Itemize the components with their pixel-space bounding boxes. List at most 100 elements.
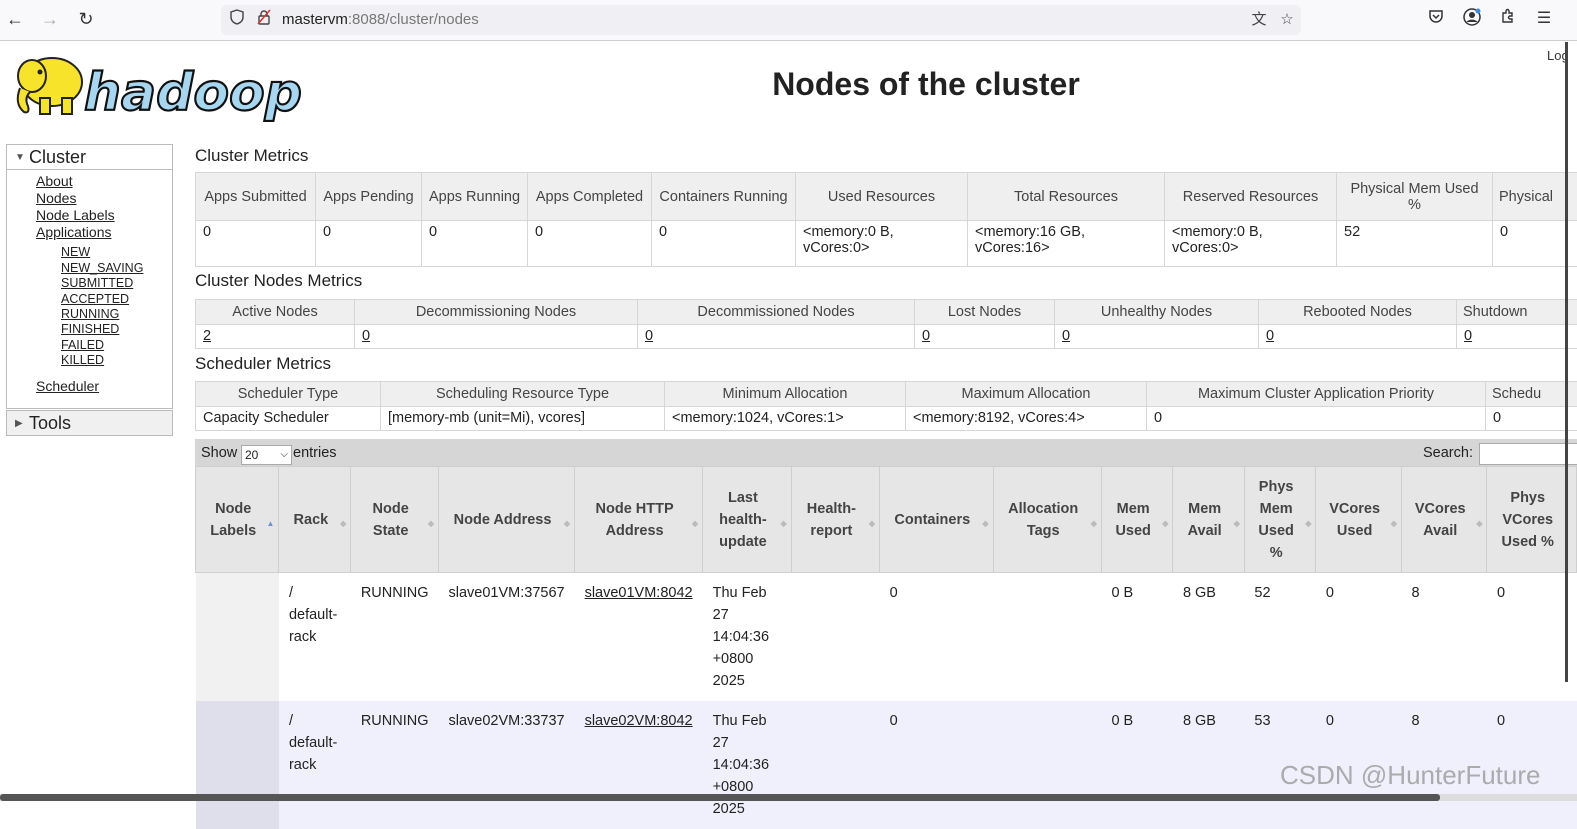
horizontal-scrollbar-thumb[interactable] — [0, 794, 1440, 801]
value-apps-pending: 0 — [316, 221, 422, 267]
back-arrow-icon[interactable]: ← — [4, 8, 26, 30]
col-phys-mem-used[interactable]: Phys Mem Used %◆ — [1244, 467, 1316, 573]
nav-app-killed-link[interactable]: KILLED — [61, 353, 104, 367]
rebooted-nodes-link[interactable]: 0 — [1266, 328, 1274, 344]
nav-app-finished-link[interactable]: FINISHED — [61, 322, 119, 336]
cluster-nav-header[interactable]: ▼Cluster — [7, 145, 172, 170]
col-allocation-tags[interactable]: Allocation Tags◆ — [993, 467, 1101, 573]
col-reserved-resources: Reserved Resources — [1165, 173, 1337, 221]
col-apps-running: Apps Running — [422, 173, 528, 221]
shutdown-nodes-link[interactable]: 0 — [1464, 328, 1472, 344]
cell-node-address: slave02VM:33737 — [439, 701, 575, 829]
cluster-nodes-metrics-table: Active Nodes Decommissioning Nodes Decom… — [195, 299, 1577, 349]
value-scheduling-resource-type: [memory-mb (unit=Mi), vcores] — [381, 407, 665, 431]
col-mem-used[interactable]: Mem Used◆ — [1101, 467, 1173, 573]
col-node-address[interactable]: Node Address◆ — [439, 467, 575, 573]
hadoop-logo[interactable]: hadoop — [10, 48, 305, 122]
col-scheduler-truncated: Schedu — [1486, 382, 1577, 407]
tools-nav-header[interactable]: ▶Tools — [7, 411, 172, 435]
col-node-state[interactable]: Node State◆ — [351, 467, 439, 573]
cell-node-labels — [196, 573, 279, 702]
nav-app-running-link[interactable]: RUNNING — [61, 307, 119, 321]
nav-app-accepted-link[interactable]: ACCEPTED — [61, 292, 129, 306]
nav-app-new-link[interactable]: NEW — [61, 245, 90, 259]
unhealthy-nodes-link[interactable]: 0 — [1062, 328, 1070, 344]
col-maximum-allocation: Maximum Allocation — [906, 382, 1147, 407]
cell-vcores-used: 0 — [1316, 573, 1402, 702]
col-node-labels[interactable]: Node Labels▲ — [196, 467, 279, 573]
col-unhealthy-nodes: Unhealthy Nodes — [1055, 300, 1259, 325]
horizontal-scrollbar[interactable] — [0, 794, 1577, 801]
col-vcores-avail-text: VCores Avail — [1415, 501, 1466, 539]
sort-icon: ◆ — [428, 513, 434, 535]
col-shutdown-nodes: Shutdown — [1457, 300, 1577, 325]
decommissioned-nodes-link[interactable]: 0 — [645, 328, 653, 344]
forward-arrow-icon[interactable]: → — [39, 8, 61, 30]
value-used-resources: <memory:0 B, vCores:0> — [796, 221, 968, 267]
entries-label: entries — [293, 445, 337, 461]
nav-node-labels-link[interactable]: Node Labels — [36, 207, 115, 223]
page-size-select[interactable]: 20⌵ — [241, 445, 292, 465]
col-mem-avail[interactable]: Mem Avail◆ — [1173, 467, 1244, 573]
cell-vcores-avail: 8 — [1401, 573, 1487, 702]
col-lost-nodes: Lost Nodes — [915, 300, 1055, 325]
col-node-labels-text: Node Labels — [210, 501, 256, 539]
cluster-metrics-title: Cluster Metrics — [195, 146, 308, 166]
col-rebooted-nodes: Rebooted Nodes — [1259, 300, 1457, 325]
nav-applications-link[interactable]: Applications — [36, 224, 112, 240]
col-rack[interactable]: Rack◆ — [279, 467, 351, 573]
col-node-http-address[interactable]: Node HTTP Address◆ — [575, 467, 703, 573]
sort-icon: ◆ — [1305, 513, 1311, 535]
reload-icon[interactable]: ↻ — [75, 8, 97, 30]
col-last-health-update[interactable]: Last health-update◆ — [703, 467, 792, 573]
col-vcores-used-text: VCores Used — [1329, 501, 1380, 539]
cell-allocation-tags — [993, 701, 1101, 829]
lost-nodes-link[interactable]: 0 — [922, 328, 930, 344]
nav-app-failed-link[interactable]: FAILED — [61, 338, 104, 352]
value-reserved-resources: <memory:0 B, vCores:0> — [1165, 221, 1337, 267]
nav-app-new-saving-link[interactable]: NEW_SAVING — [61, 261, 143, 275]
insecure-lock-icon[interactable] — [253, 9, 275, 31]
pocket-icon[interactable] — [1425, 8, 1447, 30]
active-nodes-link[interactable]: 2 — [203, 328, 211, 344]
col-active-nodes: Active Nodes — [196, 300, 355, 325]
cluster-nav-label: Cluster — [29, 147, 86, 167]
url-text[interactable]: mastervm:8088/cluster/nodes — [282, 11, 479, 28]
col-vcores-used[interactable]: VCores Used◆ — [1316, 467, 1402, 573]
value-apps-completed: 0 — [528, 221, 652, 267]
col-phys-vcores-used[interactable]: Phys VCores Used % — [1487, 467, 1577, 573]
value-total-resources: <memory:16 GB, vCores:16> — [968, 221, 1165, 267]
col-phys-vcores-used-text: Phys VCores Used % — [1502, 490, 1554, 550]
nav-about-link[interactable]: About — [36, 173, 73, 189]
cell-node-address: slave01VM:37567 — [439, 573, 575, 702]
nav-scheduler-link[interactable]: Scheduler — [36, 378, 99, 394]
col-scheduler-type: Scheduler Type — [196, 382, 381, 407]
cell-health-report — [791, 573, 879, 702]
sort-icon: ◆ — [1091, 513, 1097, 535]
bookmark-star-icon[interactable]: ☆ — [1276, 9, 1298, 31]
cell-rack: / default-rack — [279, 573, 351, 702]
node-http-address-link[interactable]: slave02VM:8042 — [585, 713, 693, 729]
menu-icon[interactable]: ☰ — [1533, 8, 1555, 30]
vertical-scrollbar[interactable] — [1565, 42, 1568, 682]
url-path: :8088/cluster/nodes — [348, 11, 479, 28]
col-health-report[interactable]: Health-report◆ — [791, 467, 879, 573]
decommissioning-nodes-link[interactable]: 0 — [362, 328, 370, 344]
col-vcores-avail[interactable]: VCores Avail ◆ — [1401, 467, 1487, 573]
cell-mem-avail: 8 GB — [1173, 573, 1244, 702]
node-http-address-link[interactable]: slave01VM:8042 — [585, 585, 693, 601]
shield-icon[interactable] — [226, 9, 248, 31]
cell-health-report — [791, 701, 879, 829]
col-containers[interactable]: Containers◆ — [880, 467, 993, 573]
address-bar[interactable]: mastervm:8088/cluster/nodes 文 ☆ — [221, 5, 1301, 35]
nav-nodes-link[interactable]: Nodes — [36, 190, 76, 206]
sort-icon: ◆ — [1476, 513, 1482, 535]
extensions-icon[interactable] — [1497, 8, 1519, 30]
col-rack-text: Rack — [294, 512, 329, 528]
search-input[interactable] — [1479, 443, 1577, 465]
nav-app-submitted-link[interactable]: SUBMITTED — [61, 276, 133, 290]
translate-icon[interactable]: 文 — [1248, 9, 1270, 31]
value-apps-running: 0 — [422, 221, 528, 267]
account-icon[interactable] — [1461, 8, 1483, 30]
col-mem-used-text: Mem Used — [1115, 501, 1150, 539]
